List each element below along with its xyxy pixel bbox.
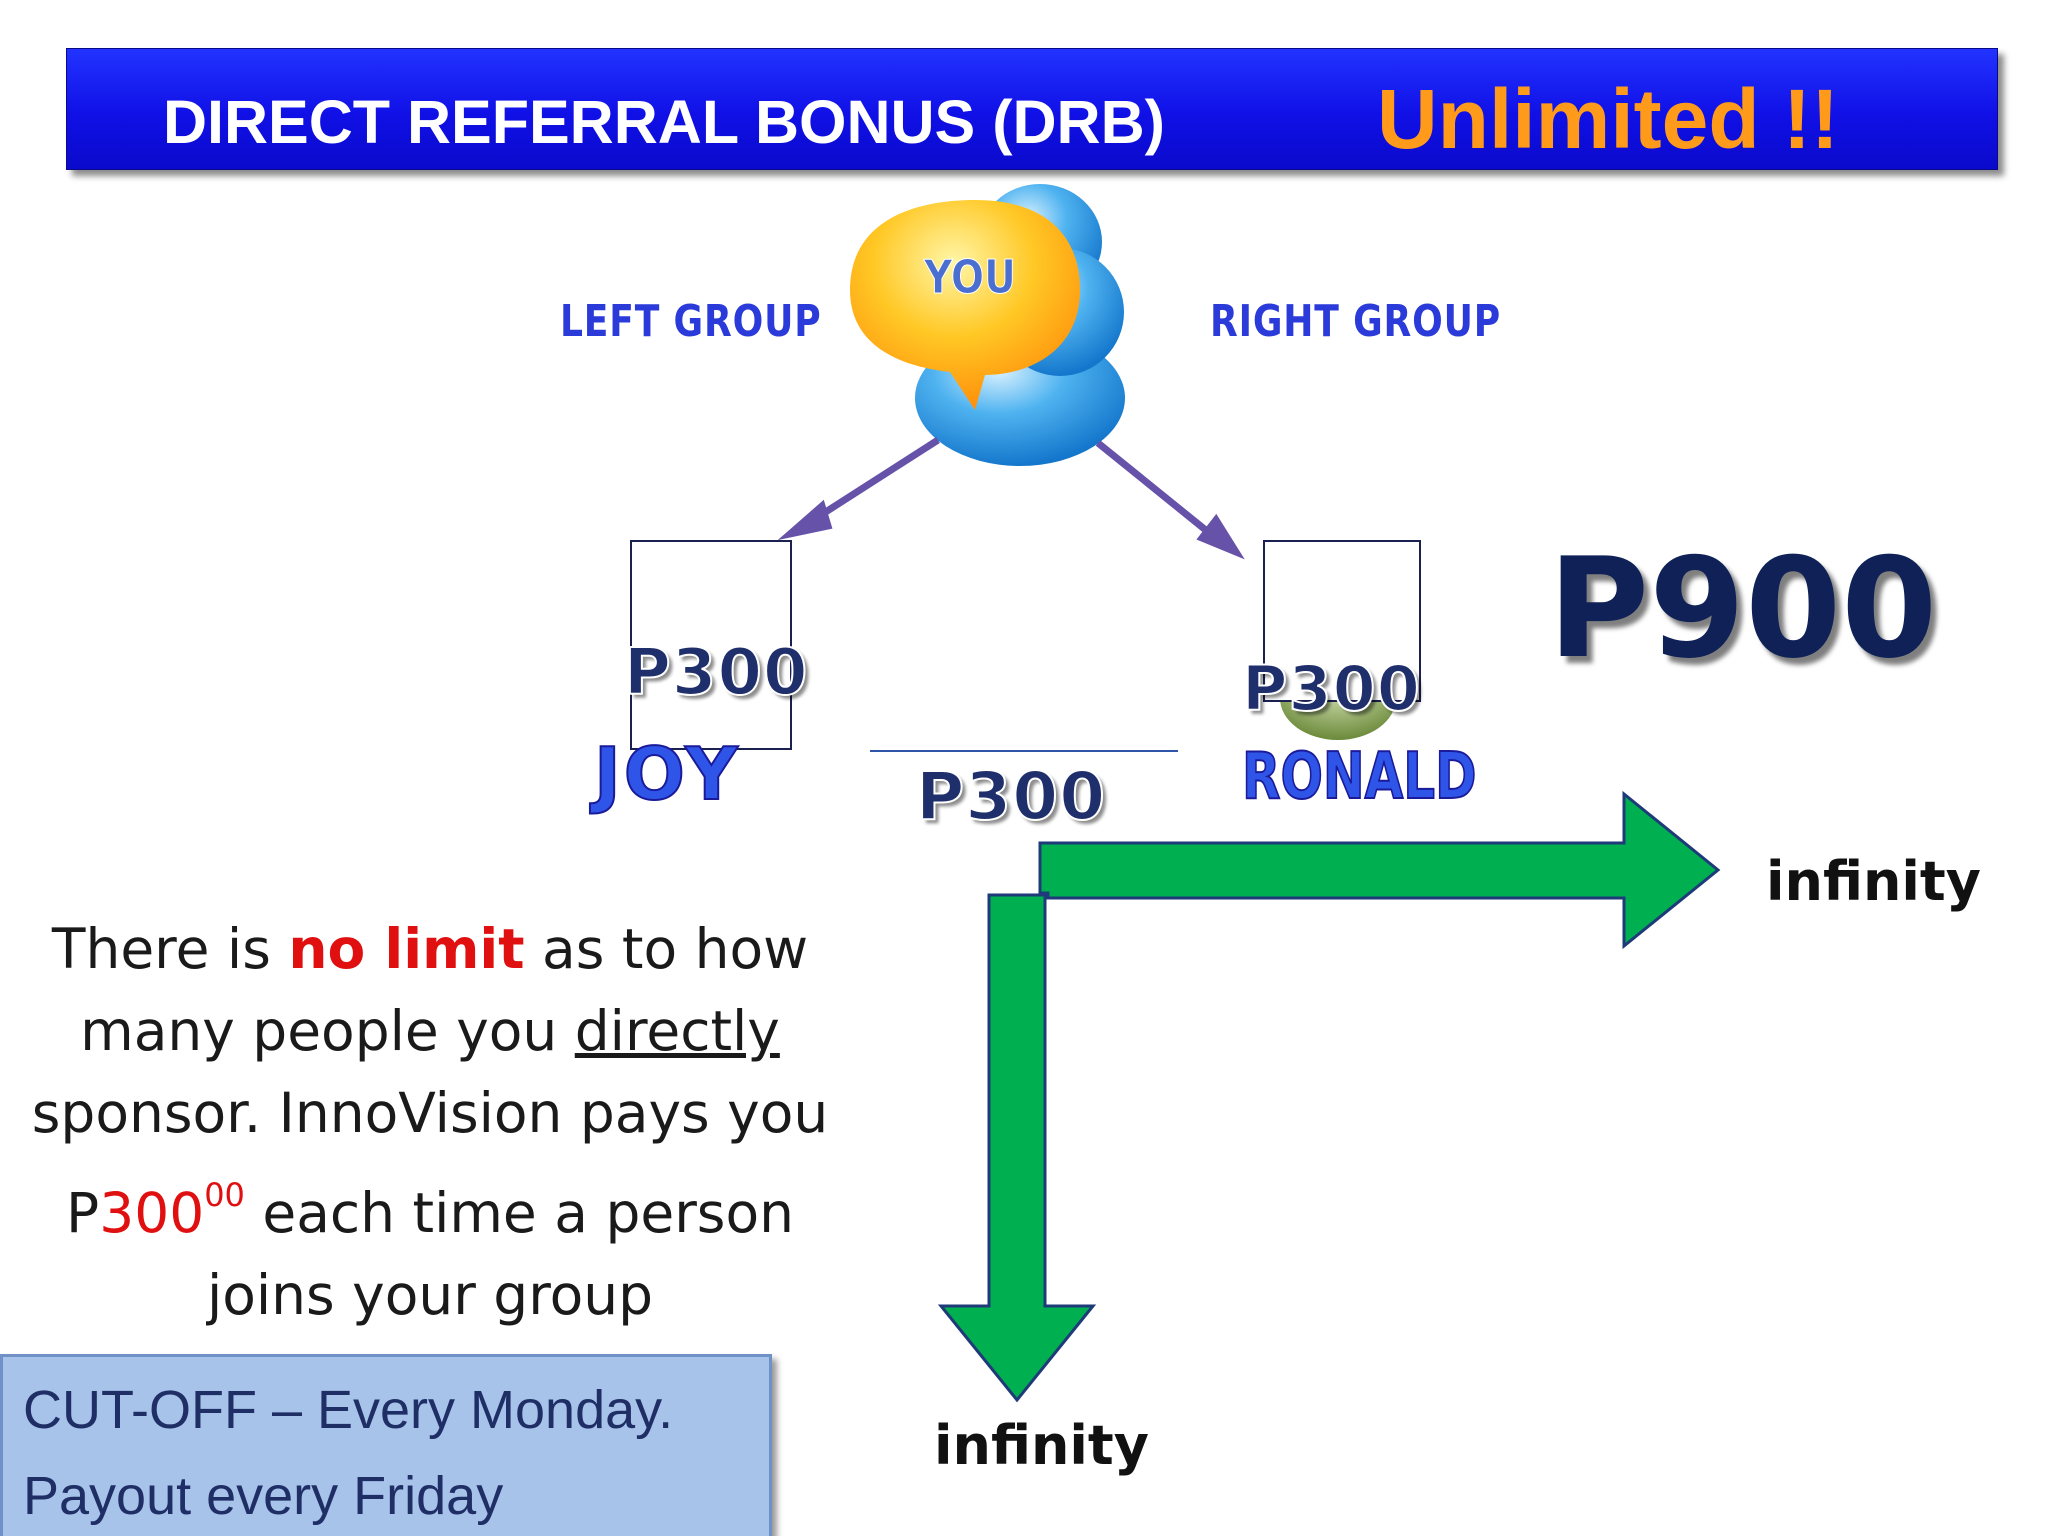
left-group-label: LEFT GROUP xyxy=(560,296,822,347)
you-bubble-icon xyxy=(850,184,1125,466)
cutoff-info-box: CUT-OFF – Every Monday. Payout every Fri… xyxy=(0,1354,772,1536)
amount-superscript: 00 xyxy=(204,1176,245,1214)
paragraph-text: as to how many people you xyxy=(80,917,809,1063)
you-label: YOU xyxy=(924,250,1017,305)
joy-bonus: P300 xyxy=(623,635,809,711)
payout-line: Payout every Friday xyxy=(23,1466,504,1526)
paragraph-text: each time a person joins your group xyxy=(206,1181,794,1327)
arrow-down-icon xyxy=(937,893,1097,1403)
joy-avatar-frame xyxy=(630,540,792,750)
ronald-bonus: P300 xyxy=(1241,651,1421,726)
title-banner: DIRECT REFERRAL BONUS (DRB) Unlimited !! xyxy=(66,48,1998,170)
paragraph-text: sponsor. InnoVision pays you P xyxy=(31,1081,829,1245)
paragraph-text: There is xyxy=(51,917,289,981)
explanation-paragraph: There is no limit as to how many people … xyxy=(20,908,840,1336)
connector-arrows xyxy=(777,437,1245,560)
middle-bonus: P300 xyxy=(915,757,1107,836)
infinity-down-label: infinity xyxy=(934,1414,1149,1477)
slide-title: DIRECT REFERRAL BONUS (DRB) xyxy=(163,88,1165,156)
infinity-arrows xyxy=(937,790,1721,1403)
directly-underlined: directly xyxy=(574,999,780,1063)
ronald-avatar-frame xyxy=(1263,540,1421,702)
no-limit-highlight: no limit xyxy=(288,917,525,981)
arrow-right-icon xyxy=(1038,790,1721,950)
amount-highlight: 300 xyxy=(99,1181,205,1245)
infinity-right-label: infinity xyxy=(1766,850,1981,913)
cutoff-line: CUT-OFF – Every Monday. xyxy=(23,1380,674,1440)
total-bonus: P900 xyxy=(1548,528,1938,689)
ronald-name: RONALD xyxy=(1241,739,1477,815)
unlimited-accent: Unlimited !! xyxy=(1377,72,1839,166)
right-group-label: RIGHT GROUP xyxy=(1210,296,1502,347)
joy-name: JOY xyxy=(593,731,741,817)
